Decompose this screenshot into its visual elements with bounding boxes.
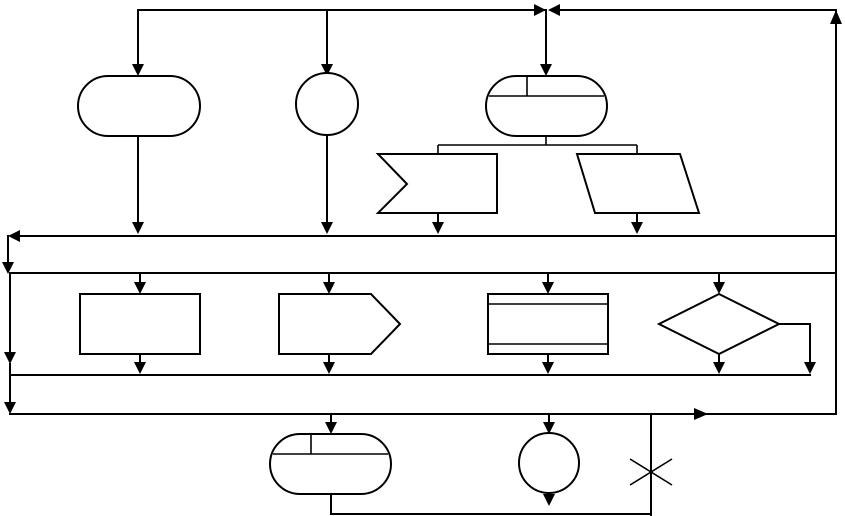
- connector-circle-shape: [295, 72, 359, 136]
- stored-data-shape: [487, 293, 609, 355]
- sequential-storage-shape-bottom: [269, 433, 392, 495]
- decision-branch: [778, 323, 816, 374]
- bottom-return: [330, 492, 652, 515]
- top-bus-arrowhead-right: [534, 4, 546, 16]
- lower-collectors: [9, 235, 837, 420]
- process-shape: [79, 293, 201, 355]
- drop-3-arrowhead: [540, 64, 552, 76]
- off-page-connector-shape: [278, 293, 402, 355]
- horizontal-band: [2, 230, 837, 274]
- drop-1-arrowhead: [132, 64, 144, 76]
- storage-branch-bracket: [437, 136, 638, 154]
- input-output-shape: [575, 153, 701, 214]
- sequential-storage-shape-top: [485, 75, 608, 137]
- row2-out-arrows: [134, 353, 725, 374]
- row1-down-arrows: [132, 134, 643, 234]
- terminator-shape: [77, 75, 201, 137]
- connector-circle-shape-bottom: [518, 432, 580, 494]
- top-bus-arrowhead-left: [548, 4, 560, 16]
- left-return: [4, 272, 16, 414]
- top-drops: [132, 9, 552, 76]
- band-top-arrowhead-left: [8, 230, 20, 242]
- bottom-drops: [325, 413, 652, 516]
- left-riser-1-arrowhead: [2, 262, 14, 274]
- feedback-arrowhead-up: [830, 10, 842, 24]
- decision-shape: [656, 292, 782, 356]
- collector-arrowhead-right: [694, 408, 708, 420]
- top-bus: [137, 4, 842, 237]
- row2-in-arrows: [134, 272, 725, 294]
- flow-end-cross: [629, 458, 673, 486]
- drop-2-arrowhead: [321, 64, 333, 76]
- manual-input-shape: [375, 153, 498, 214]
